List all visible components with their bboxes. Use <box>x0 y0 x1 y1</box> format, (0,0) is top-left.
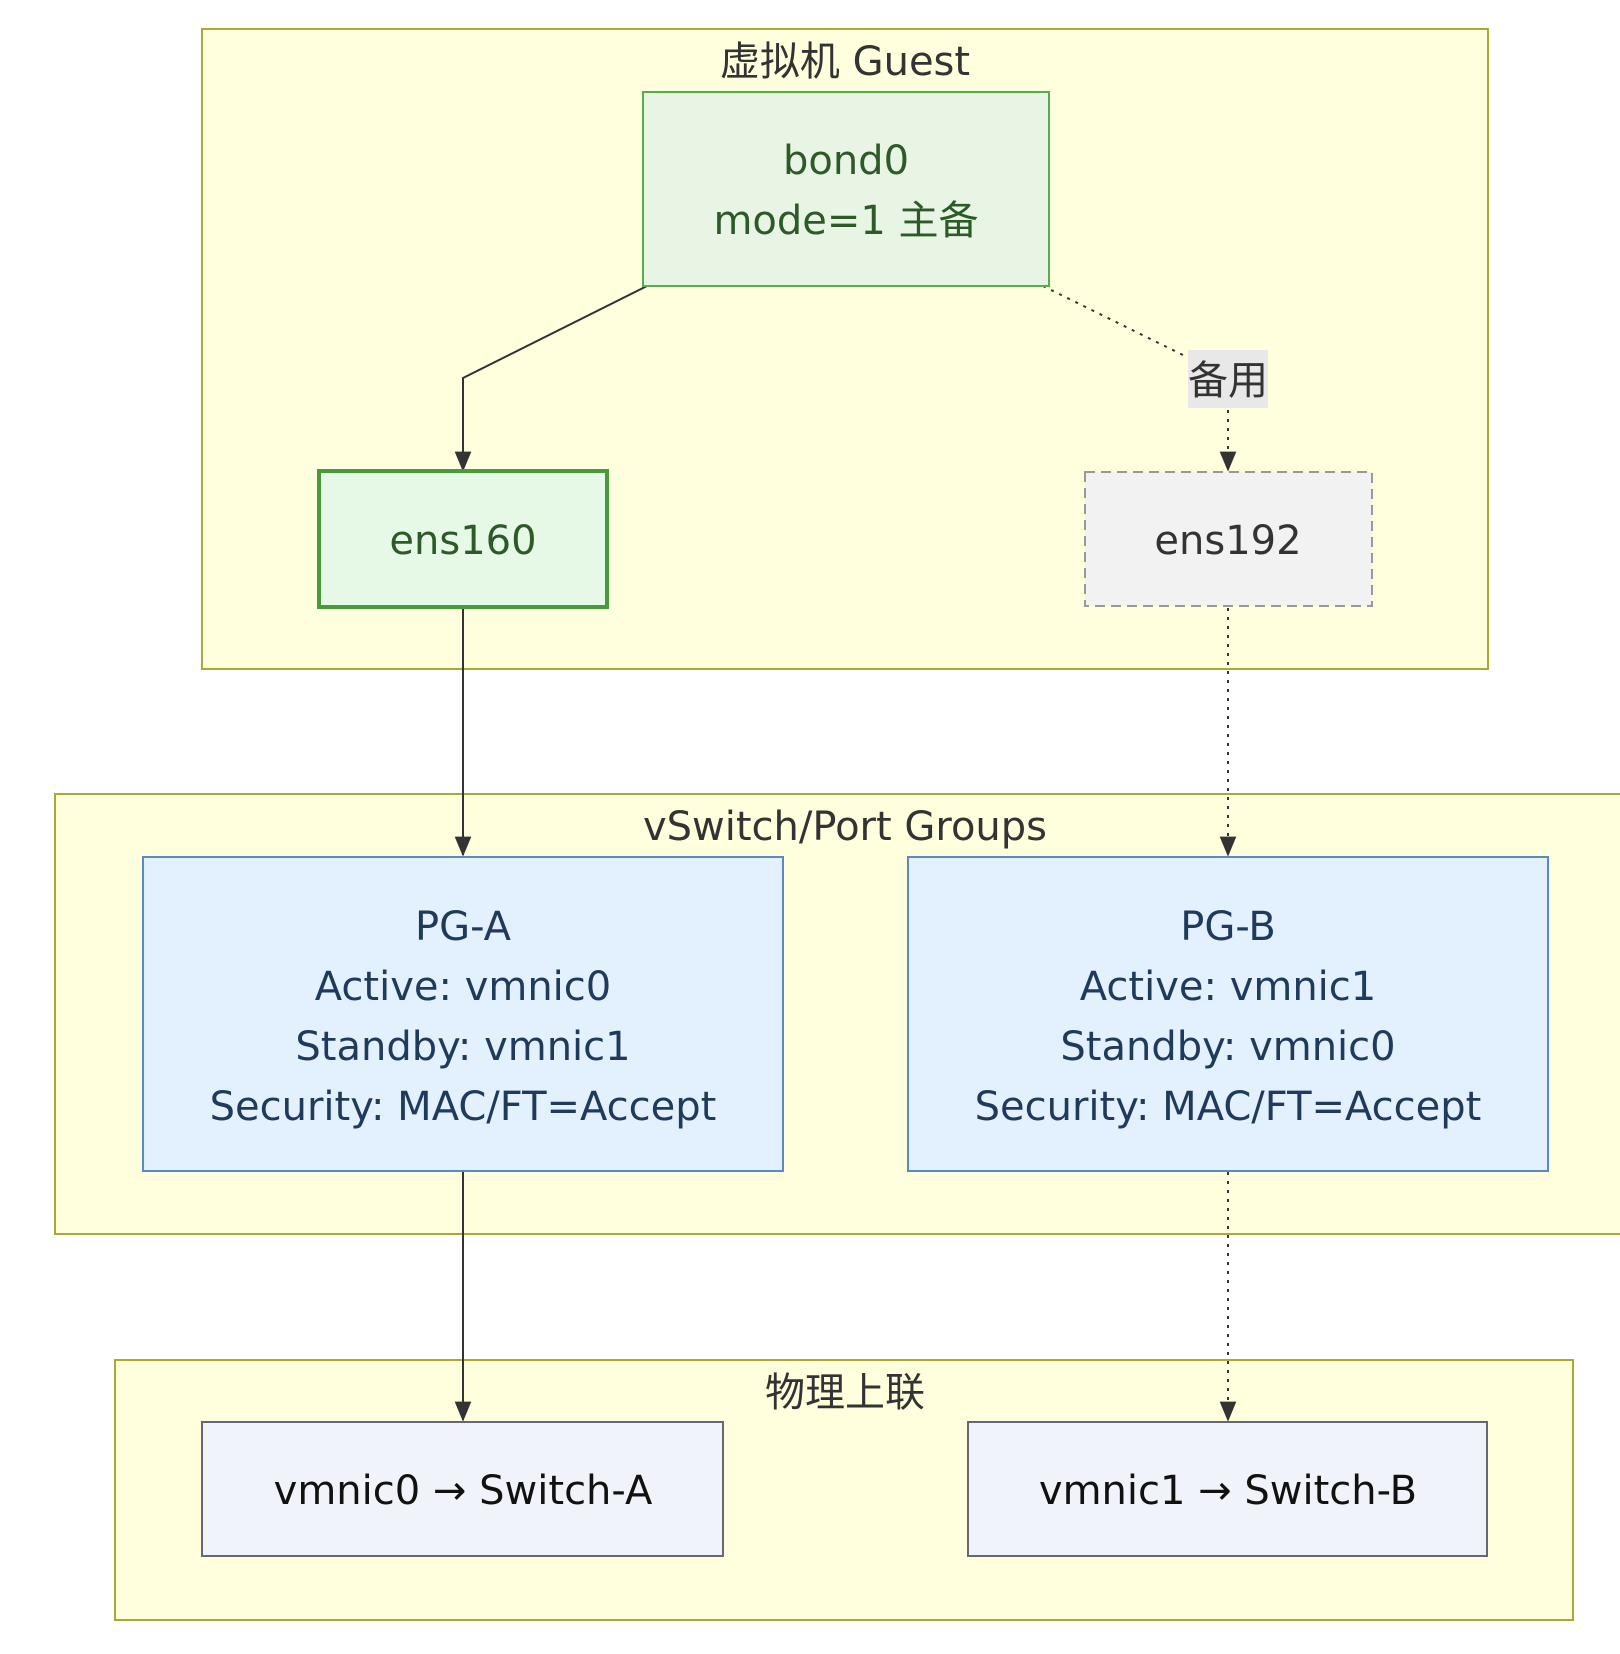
node-pg-a-line-0: PG-A <box>415 904 512 950</box>
cluster-guest-title: 虚拟机 Guest <box>720 39 970 85</box>
node-pg-a: PG-A Active: vmnic0 Standby: vmnic1 Secu… <box>142 856 784 1172</box>
node-ens160-line-0: ens160 <box>389 518 536 564</box>
node-pg-b-line-3: Security: MAC/FT=Accept <box>975 1084 1482 1130</box>
node-vmnic1-line-0: vmnic1 → Switch-B <box>1039 1468 1417 1514</box>
cluster-uplink-title: 物理上联 <box>765 1370 925 1416</box>
edge-label-standby: 备用 <box>1188 350 1268 408</box>
node-pg-a-line-3: Security: MAC/FT=Accept <box>210 1084 717 1130</box>
node-ens192: ens192 <box>1084 471 1373 607</box>
node-ens192-line-0: ens192 <box>1154 518 1301 564</box>
node-pg-b: PG-B Active: vmnic1 Standby: vmnic0 Secu… <box>907 856 1549 1172</box>
node-pg-b-line-1: Active: vmnic1 <box>1080 964 1376 1010</box>
cluster-vswitch-title: vSwitch/Port Groups <box>643 804 1047 850</box>
edge-label-standby-text: 备用 <box>1188 358 1268 404</box>
node-vmnic0: vmnic0 → Switch-A <box>201 1421 724 1557</box>
node-vmnic1: vmnic1 → Switch-B <box>967 1421 1488 1557</box>
node-bond0: bond0 mode=1 主备 <box>642 91 1050 287</box>
node-pg-a-line-2: Standby: vmnic1 <box>295 1024 630 1070</box>
node-bond0-line-1: mode=1 主备 <box>713 198 978 244</box>
node-pg-a-line-1: Active: vmnic0 <box>315 964 611 1010</box>
node-bond0-line-0: bond0 <box>783 138 909 184</box>
edge-bond0-ens160 <box>454 285 648 472</box>
node-pg-b-line-2: Standby: vmnic0 <box>1060 1024 1395 1070</box>
edge-bond0-ens192 <box>1042 285 1190 359</box>
node-vmnic0-line-0: vmnic0 → Switch-A <box>274 1468 653 1514</box>
node-pg-b-line-0: PG-B <box>1180 904 1276 950</box>
node-ens160: ens160 <box>317 469 609 609</box>
